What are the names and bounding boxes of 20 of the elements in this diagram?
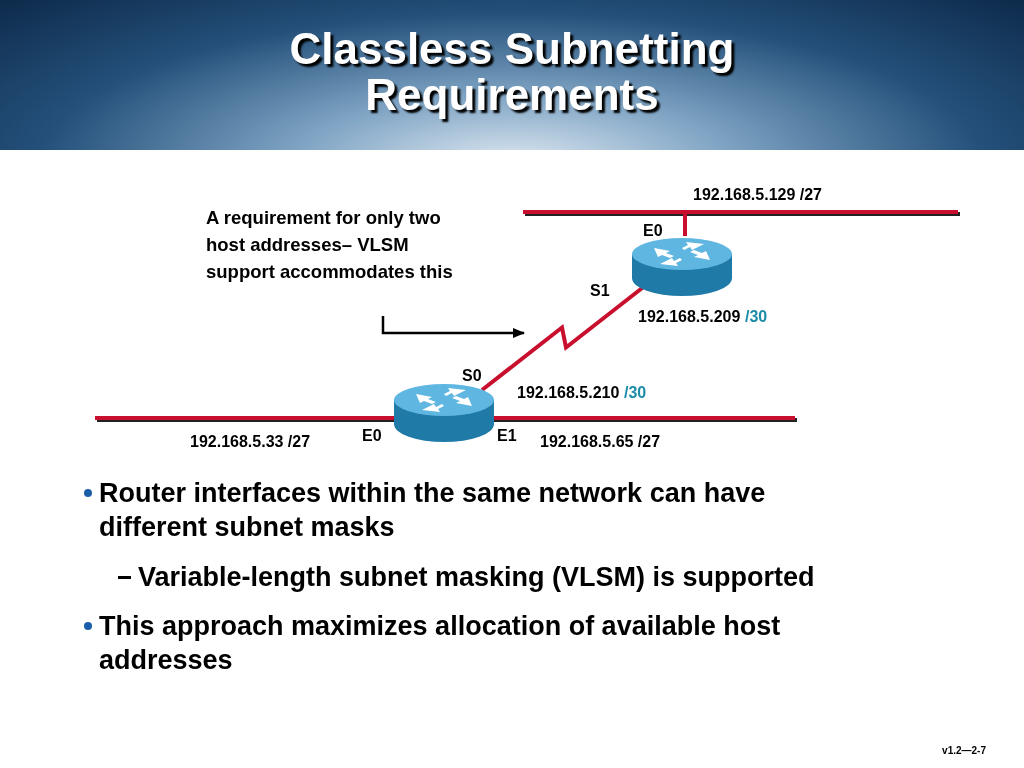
arrow	[381, 316, 525, 338]
interface-label: E0	[643, 222, 663, 240]
address-label: /30	[745, 308, 768, 326]
interface-label: S0	[462, 367, 482, 385]
bullet-text: Variable-length subnet masking (VLSM) is supported	[138, 561, 816, 594]
slide-number: v1.2—2-7	[942, 745, 986, 756]
bullet-text: This approach maximizes allocation of available host addresses	[99, 610, 782, 677]
network-link	[683, 214, 687, 236]
interface-label: E1	[497, 427, 517, 445]
address-label: /30	[624, 384, 647, 402]
address-label: 192.168.5.209	[638, 308, 741, 326]
address-label: 192.168.5.65 /27	[540, 433, 661, 451]
callout-text: A requirement for only two host addresses– VLSM support accommodates this	[206, 204, 458, 285]
address-label: 192.168.5.33 /27	[190, 433, 311, 451]
address-label: 192.168.5.210	[517, 384, 620, 402]
bullet-text: Router interfaces within the same network can have different subnet masks	[99, 477, 767, 544]
interface-label: E0	[362, 427, 382, 445]
slide-title: Classless Subnetting Requirements	[288, 26, 736, 118]
address-label: 192.168.5.129 /27	[693, 186, 822, 204]
interface-label: S1	[590, 282, 610, 300]
